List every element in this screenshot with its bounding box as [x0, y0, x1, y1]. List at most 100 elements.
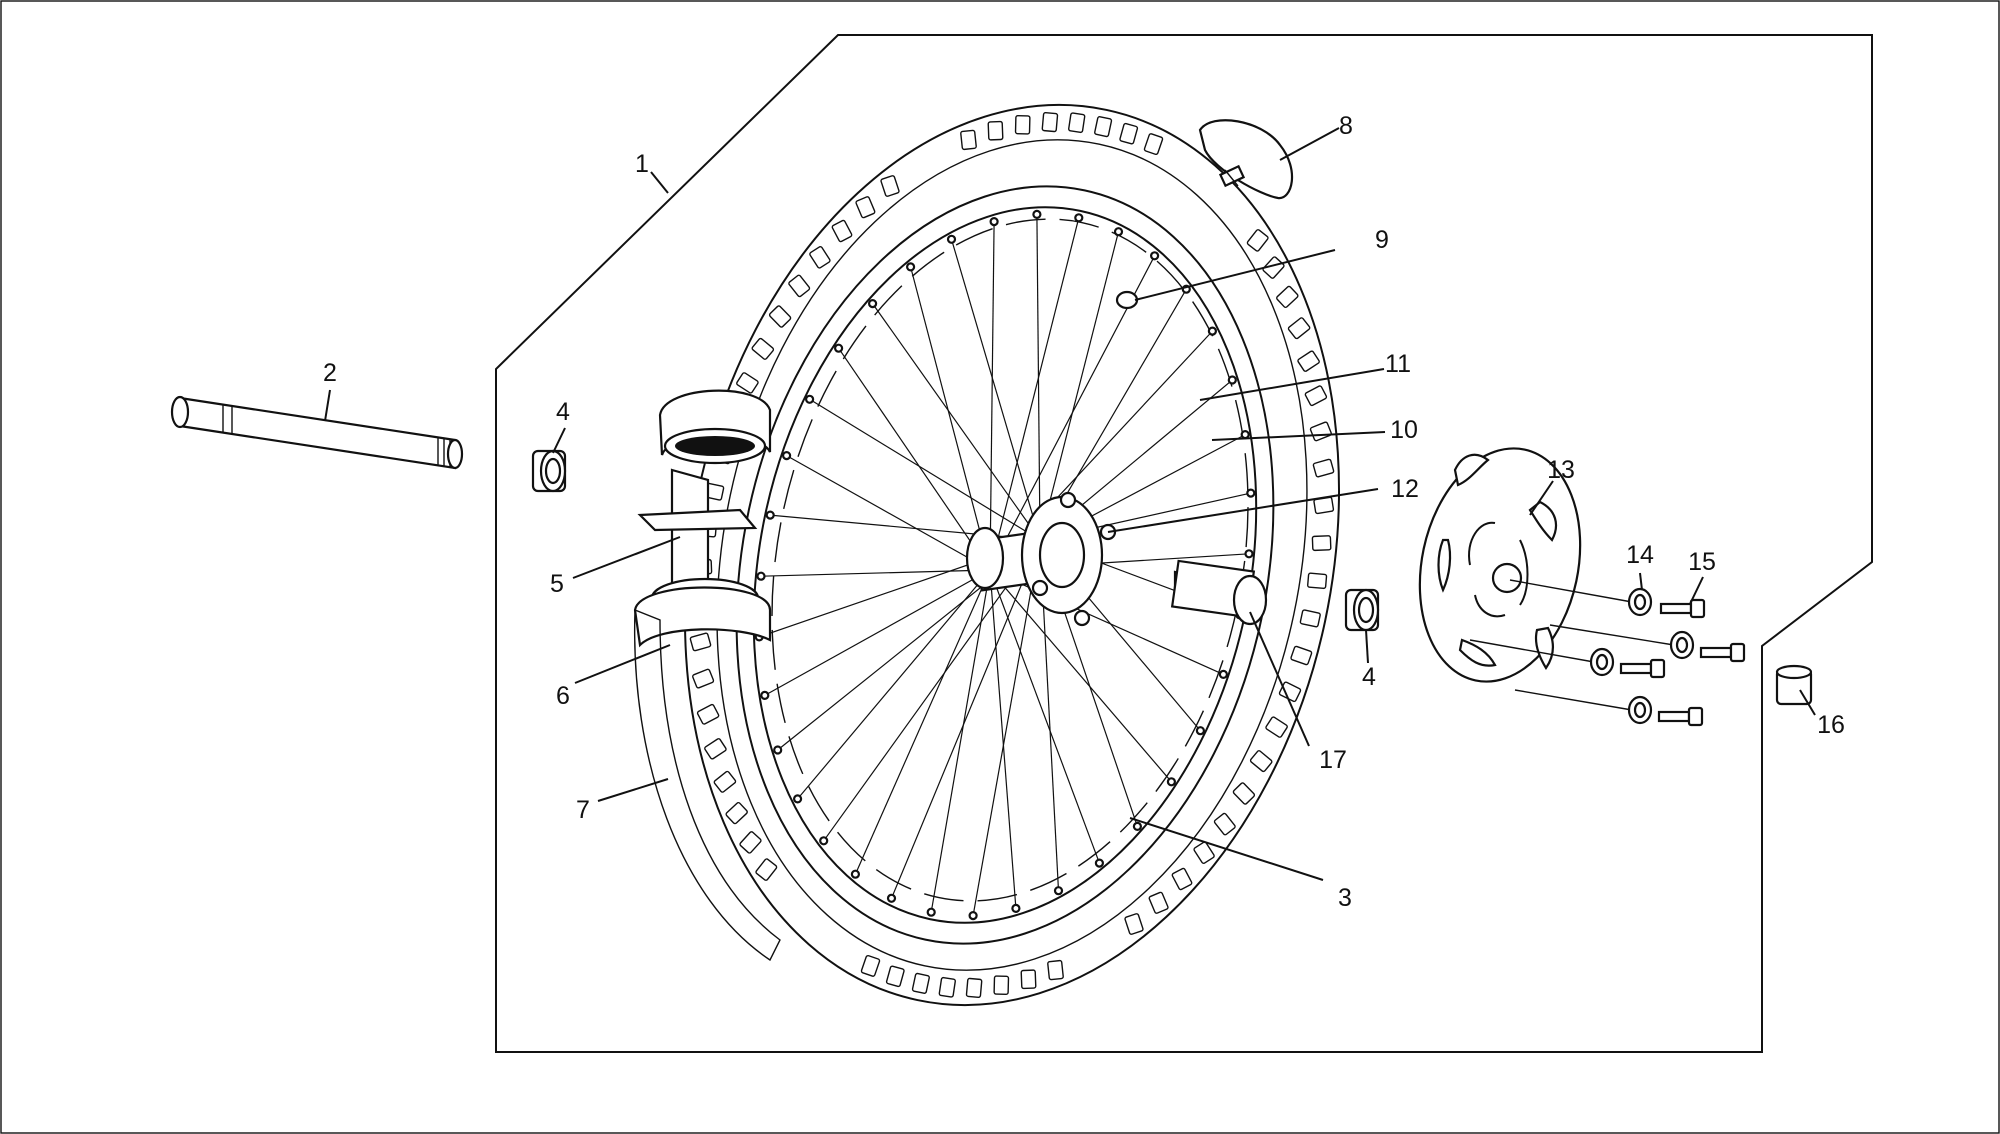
callout-7: 7: [576, 796, 590, 824]
tread-block: [736, 372, 759, 394]
spoke-nipple: [804, 394, 815, 404]
tread-block: [755, 858, 778, 881]
bolt-head: [1649, 658, 1666, 679]
tread-block: [1276, 285, 1299, 309]
wheel-hub: [965, 491, 1117, 627]
spoke: [823, 539, 1041, 842]
bolt-shank: [1619, 662, 1653, 675]
disc-fasteners: [1469, 579, 1746, 727]
bolt-head: [1729, 642, 1746, 663]
tread-block: [1213, 812, 1236, 836]
bolt-shank: [1657, 710, 1691, 723]
wheel-axle: [170, 395, 464, 470]
brake-disc: [1418, 447, 1582, 683]
spoke-nipple: [926, 907, 936, 917]
callout-3: 3: [1338, 884, 1352, 912]
fastener-leader: [1514, 689, 1633, 711]
bearing-right: [1344, 588, 1380, 632]
callout-10: 10: [1390, 416, 1418, 444]
tread-block: [1094, 116, 1113, 138]
spoke-nipple: [1053, 886, 1064, 896]
spoke: [989, 217, 1080, 571]
spoke: [809, 398, 1041, 541]
tire-cutaway: [633, 389, 781, 962]
callout-9: 9: [1375, 226, 1389, 254]
spoke-nipple: [1032, 209, 1042, 219]
tire-inner-edge: [716, 139, 1308, 971]
tread-block: [965, 977, 983, 999]
tread-block: [788, 274, 811, 298]
spoke: [972, 539, 1041, 916]
tread-block: [880, 175, 900, 197]
spoke-nipple: [946, 234, 957, 244]
spoke-nipple: [773, 745, 783, 755]
leader-lines: [324, 127, 1816, 881]
spoke-nipple: [968, 910, 978, 921]
spoke-nipple: [1132, 821, 1143, 832]
spoke: [890, 539, 1041, 899]
callout-14: 14: [1626, 541, 1654, 569]
spoke: [838, 347, 991, 571]
tread-block: [885, 965, 905, 988]
tread-block: [1193, 841, 1215, 864]
tread-block: [725, 801, 748, 825]
spoke: [989, 569, 1100, 864]
spoke-nipple: [833, 343, 844, 353]
spoke: [760, 569, 991, 577]
bolt-shank: [1699, 646, 1733, 659]
assembly-boundary: [495, 34, 1873, 1053]
front-wheel: [684, 103, 1340, 1007]
tread-block: [704, 738, 727, 760]
tread-block: [1124, 913, 1144, 935]
callout-15: 15: [1688, 548, 1716, 576]
tread-block: [1287, 317, 1311, 340]
tread-block: [768, 305, 792, 328]
bearing-left: [531, 449, 567, 493]
callout-8: 8: [1339, 112, 1353, 140]
fastener-leader: [1509, 579, 1633, 603]
spoke-nipple: [1246, 488, 1256, 498]
tread-block: [993, 975, 1010, 996]
callout-1: 1: [635, 150, 649, 178]
washer-hole: [1633, 593, 1647, 611]
tread-block: [1297, 350, 1320, 372]
spoke: [786, 455, 991, 571]
spoke-nipple: [760, 690, 770, 701]
tread-block: [1246, 229, 1269, 252]
tread-block: [938, 976, 956, 998]
spoke: [989, 569, 1017, 909]
tread-block: [960, 129, 977, 151]
spoke-nipple-9: [1115, 290, 1139, 310]
tread-block: [911, 972, 930, 994]
spoke-nipple: [1074, 213, 1084, 223]
tread-block: [1311, 535, 1332, 552]
tread-block: [855, 196, 876, 219]
spacer-17: [1170, 559, 1268, 626]
washer-hole: [1595, 653, 1609, 671]
spoke-nipple: [1227, 375, 1237, 385]
tread-block: [1041, 111, 1059, 133]
tread-block: [1307, 572, 1328, 590]
fastener-leader: [1549, 624, 1675, 646]
tread-block: [751, 337, 775, 360]
spoke-nipple: [1166, 777, 1177, 787]
spoke: [989, 569, 1172, 783]
tread-block: [1047, 959, 1064, 981]
spoke-nipple: [989, 217, 999, 227]
spoke-nipple: [867, 299, 878, 309]
tread-block: [1249, 750, 1273, 773]
spoke-nipple: [1240, 430, 1250, 440]
spoke: [930, 569, 991, 913]
callout-4-left: 4: [556, 398, 570, 426]
spoke-nipple: [792, 794, 803, 804]
spoke: [950, 239, 1041, 541]
tread-block: [1068, 112, 1086, 134]
tread-block: [1312, 458, 1335, 478]
spoke-nipple: [756, 571, 766, 581]
tread-block: [1309, 421, 1332, 442]
tread-block: [1232, 782, 1256, 805]
callout-12: 12: [1391, 475, 1419, 503]
spoke-nipple: [1218, 669, 1229, 680]
spoke-nipple: [1011, 903, 1021, 914]
